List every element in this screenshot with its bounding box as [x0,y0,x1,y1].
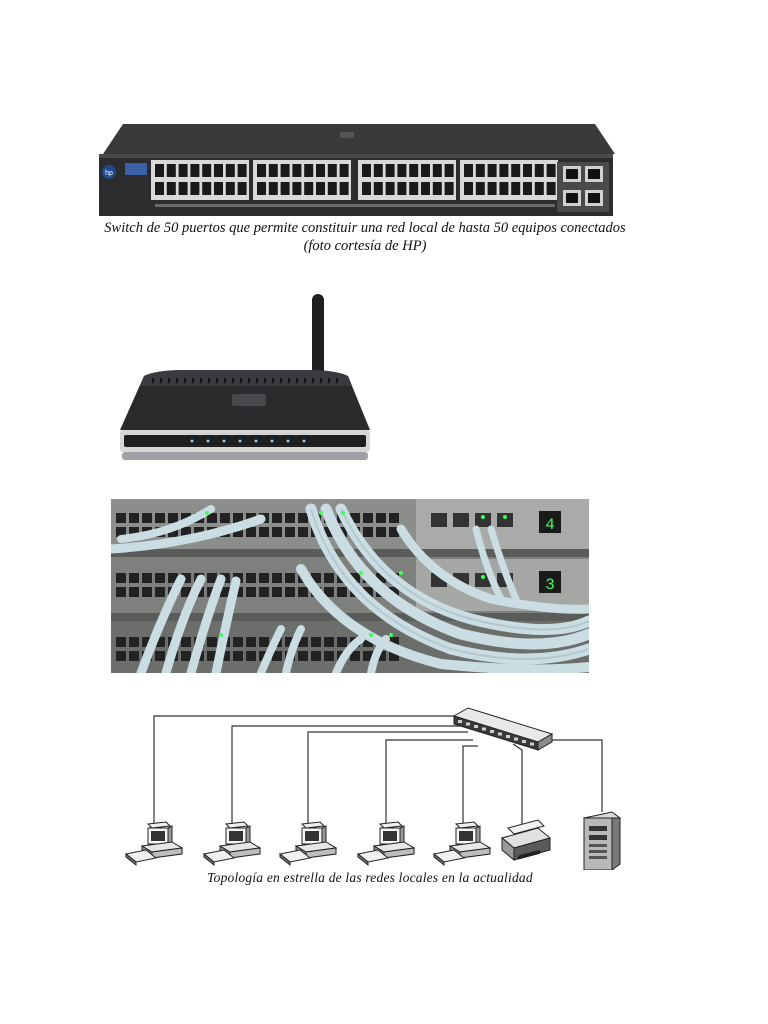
ethernet-port [257,182,266,195]
rack-photo: 4 3 [111,499,589,673]
ethernet-port [432,164,442,177]
ethernet-port [499,182,509,195]
ethernet-port [464,164,473,177]
ethernet-port [499,164,509,177]
ethernet-port [292,182,302,195]
ethernet-port [409,182,419,195]
network-switch-icon [452,707,554,751]
figure-rack-cables: 4 3 [111,499,589,673]
figure-star-topology [118,700,638,870]
ethernet-port [373,182,383,195]
ethernet-port [534,182,544,195]
svg-text:hp: hp [105,170,113,177]
ethernet-port [280,182,290,195]
ethernet-port [225,182,235,195]
topology-links [153,715,603,825]
ethernet-port [214,182,223,195]
ethernet-port [534,164,544,177]
computer-icon [356,821,416,867]
ethernet-port [304,182,314,195]
ethernet-port [546,182,556,195]
ethernet-port [327,164,337,177]
ethernet-port [178,164,188,177]
server-icon [582,811,622,870]
figure-router [116,290,376,466]
ethernet-port [166,182,176,195]
ethernet-port [292,164,302,177]
ethernet-port [475,164,485,177]
switch-caption-line1: Switch de 50 puertos que permite constit… [104,220,626,236]
ethernet-port [511,164,521,177]
ethernet-port [214,164,223,177]
ethernet-port [257,164,266,177]
topology-caption: Topología en estrella de las redes local… [207,870,533,885]
ethernet-port [237,164,247,177]
ethernet-port [409,164,419,177]
ethernet-port [373,164,383,177]
hp-logo-icon: hp [102,165,116,179]
port-banks [151,160,558,200]
switch-photo: hp [99,124,615,216]
computer-icon [202,821,262,867]
ethernet-port [339,182,349,195]
ethernet-port [397,182,407,195]
ethernet-port [385,182,395,195]
ethernet-port [523,182,532,195]
ethernet-port [432,182,442,195]
ethernet-port [190,164,200,177]
ethernet-port [444,164,454,177]
computer-icon [278,821,338,867]
router-logo-plate [232,394,266,406]
ethernet-port [339,164,349,177]
ethernet-port [268,164,278,177]
ethernet-port [475,182,485,195]
ethernet-port [304,164,314,177]
ethernet-port [327,182,337,195]
ethernet-port [225,164,235,177]
ethernet-port [155,164,164,177]
router-photo [120,294,370,460]
ethernet-port [316,164,325,177]
switch-caption-line2: (foto cortesía de HP) [303,238,427,254]
ethernet-port [362,164,371,177]
ethernet-port [166,164,176,177]
ethernet-port [487,164,497,177]
ethernet-port [268,182,278,195]
ethernet-port [444,182,454,195]
router-led-strip [124,435,366,447]
computer-icon [432,821,492,867]
ethernet-port [523,164,532,177]
ethernet-port [511,182,521,195]
ethernet-port [316,182,325,195]
svg-text:3: 3 [545,576,555,594]
ethernet-port [202,182,212,195]
antenna-icon [310,294,326,382]
ethernet-port [190,182,200,195]
computer-icon [124,821,184,867]
ethernet-port [421,182,430,195]
ethernet-port [178,182,188,195]
ethernet-port [487,182,497,195]
svg-text:4: 4 [545,516,555,534]
figure-switch: hp [95,118,623,218]
ethernet-port [385,164,395,177]
ethernet-port [464,182,473,195]
ethernet-port [155,182,164,195]
ethernet-port [546,164,556,177]
topology-diagram [124,707,622,870]
ethernet-port [202,164,212,177]
ethernet-port [362,182,371,195]
printer-icon [500,819,552,862]
ethernet-port [280,164,290,177]
ethernet-port [397,164,407,177]
ethernet-port [237,182,247,195]
ethernet-port [421,164,430,177]
switch-caption: Switch de 50 puertos que permite constit… [60,219,670,255]
